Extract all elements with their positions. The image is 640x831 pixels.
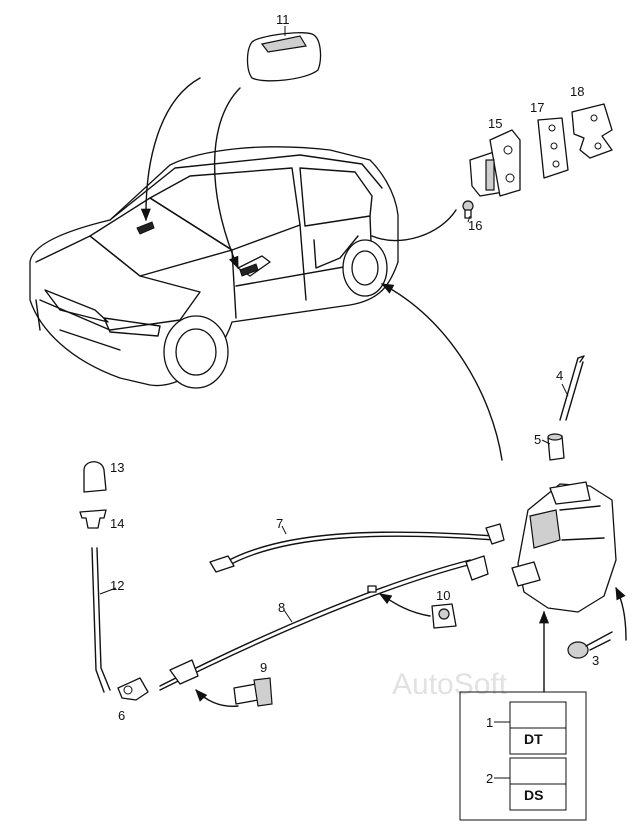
callout-8: 8 bbox=[278, 600, 285, 615]
part-8-cable bbox=[159, 555, 489, 691]
variant-legend-box: DT DS bbox=[459, 691, 587, 821]
part-4-rod bbox=[559, 355, 585, 421]
callout-4: 4 bbox=[556, 368, 563, 383]
callout-14: 14 bbox=[110, 516, 124, 531]
callout-7: 7 bbox=[276, 516, 283, 531]
part-5-knob bbox=[547, 433, 565, 461]
part-6-lever bbox=[117, 677, 149, 701]
callout-1: 1 bbox=[486, 715, 493, 730]
legend-dt-label: DT bbox=[524, 731, 543, 747]
part-12-rod bbox=[91, 547, 111, 693]
callout-9: 9 bbox=[260, 660, 267, 675]
part-10-clip bbox=[431, 603, 457, 629]
callout-16: 16 bbox=[468, 218, 482, 233]
part-17-plate bbox=[537, 117, 569, 179]
callout-18: 18 bbox=[570, 84, 584, 99]
callout-2: 2 bbox=[486, 771, 493, 786]
part-18-plate bbox=[571, 103, 613, 159]
callout-10: 10 bbox=[436, 588, 450, 603]
callout-12: 12 bbox=[110, 578, 124, 593]
callout-13: 13 bbox=[110, 460, 124, 475]
door-lock-assembly bbox=[511, 481, 617, 613]
leader-lines bbox=[99, 26, 569, 623]
car-arrows bbox=[140, 77, 503, 461]
legend-ds-label: DS bbox=[524, 787, 543, 803]
callout-17: 17 bbox=[530, 100, 544, 115]
callout-11: 11 bbox=[276, 12, 290, 27]
part-3-screw bbox=[567, 631, 613, 659]
part-7-cable bbox=[209, 523, 505, 573]
part-9-bolt bbox=[233, 677, 273, 707]
callout-6: 6 bbox=[118, 708, 125, 723]
part-15-hinge bbox=[469, 129, 521, 197]
callout-15: 15 bbox=[488, 116, 502, 131]
watermark-text: AutoSoft bbox=[392, 668, 508, 701]
car-illustration bbox=[29, 146, 399, 389]
part-13-button bbox=[83, 461, 107, 493]
callout-3: 3 bbox=[592, 653, 599, 668]
part-16-bolt bbox=[462, 200, 474, 219]
callout-5: 5 bbox=[534, 432, 541, 447]
callout-numbers: 1 2 3 4 5 6 7 8 9 10 11 12 13 14 15 16 1… bbox=[110, 12, 599, 786]
part-14-grommet bbox=[79, 509, 107, 529]
lower-arrows bbox=[195, 586, 627, 707]
part-11-handle bbox=[246, 32, 322, 82]
